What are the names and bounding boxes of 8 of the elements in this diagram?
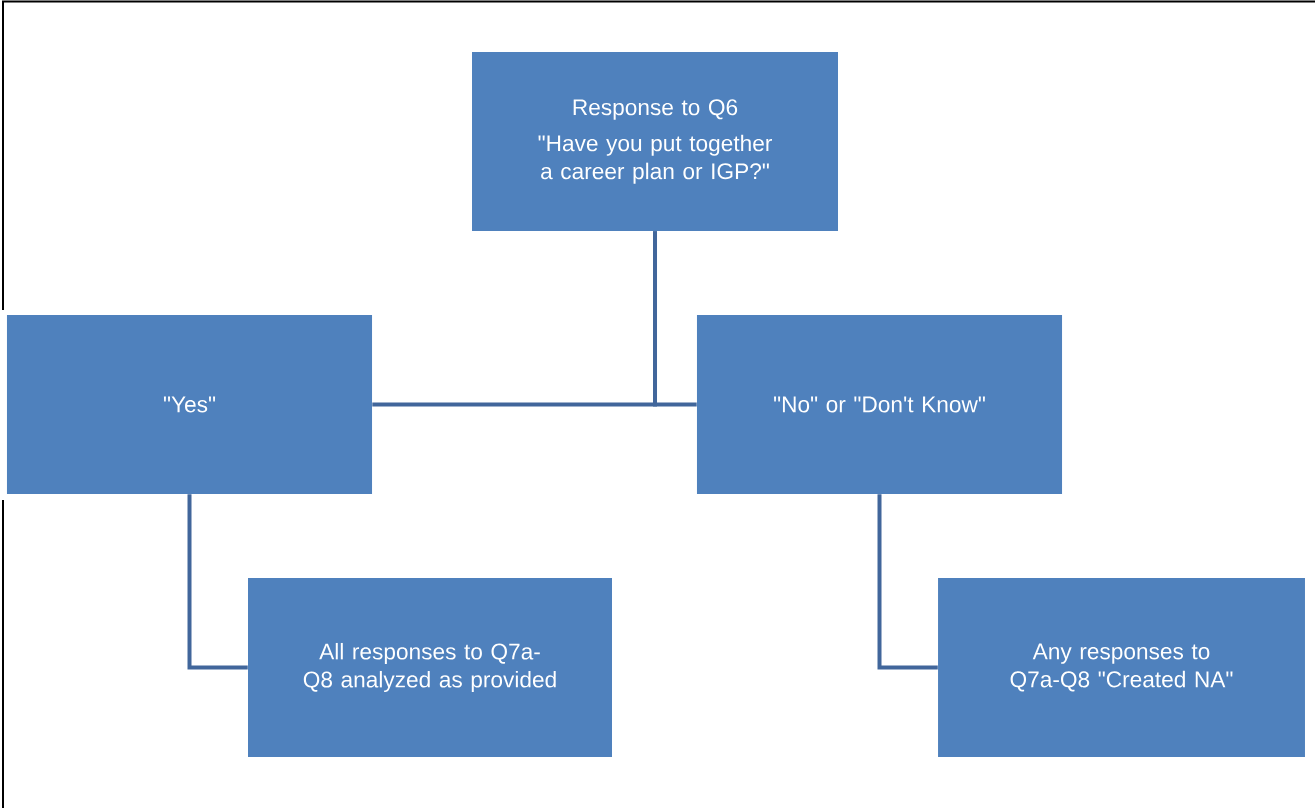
- process-box: All responses to Q7a-Q8 analyzed as provided: [248, 578, 612, 757]
- process-box: "Yes": [6, 315, 373, 494]
- process-box: Response to Q6 "Have you put together a career plan or IGP?": [472, 52, 838, 231]
- connector-line: [877, 494, 938, 670]
- connector-line: [187, 494, 248, 670]
- process-box: "No" or "Don't Know": [696, 315, 1063, 494]
- connector-line: [653, 231, 697, 407]
- process-box: Any responses to Q7a-Q8 "Created NA": [938, 578, 1305, 757]
